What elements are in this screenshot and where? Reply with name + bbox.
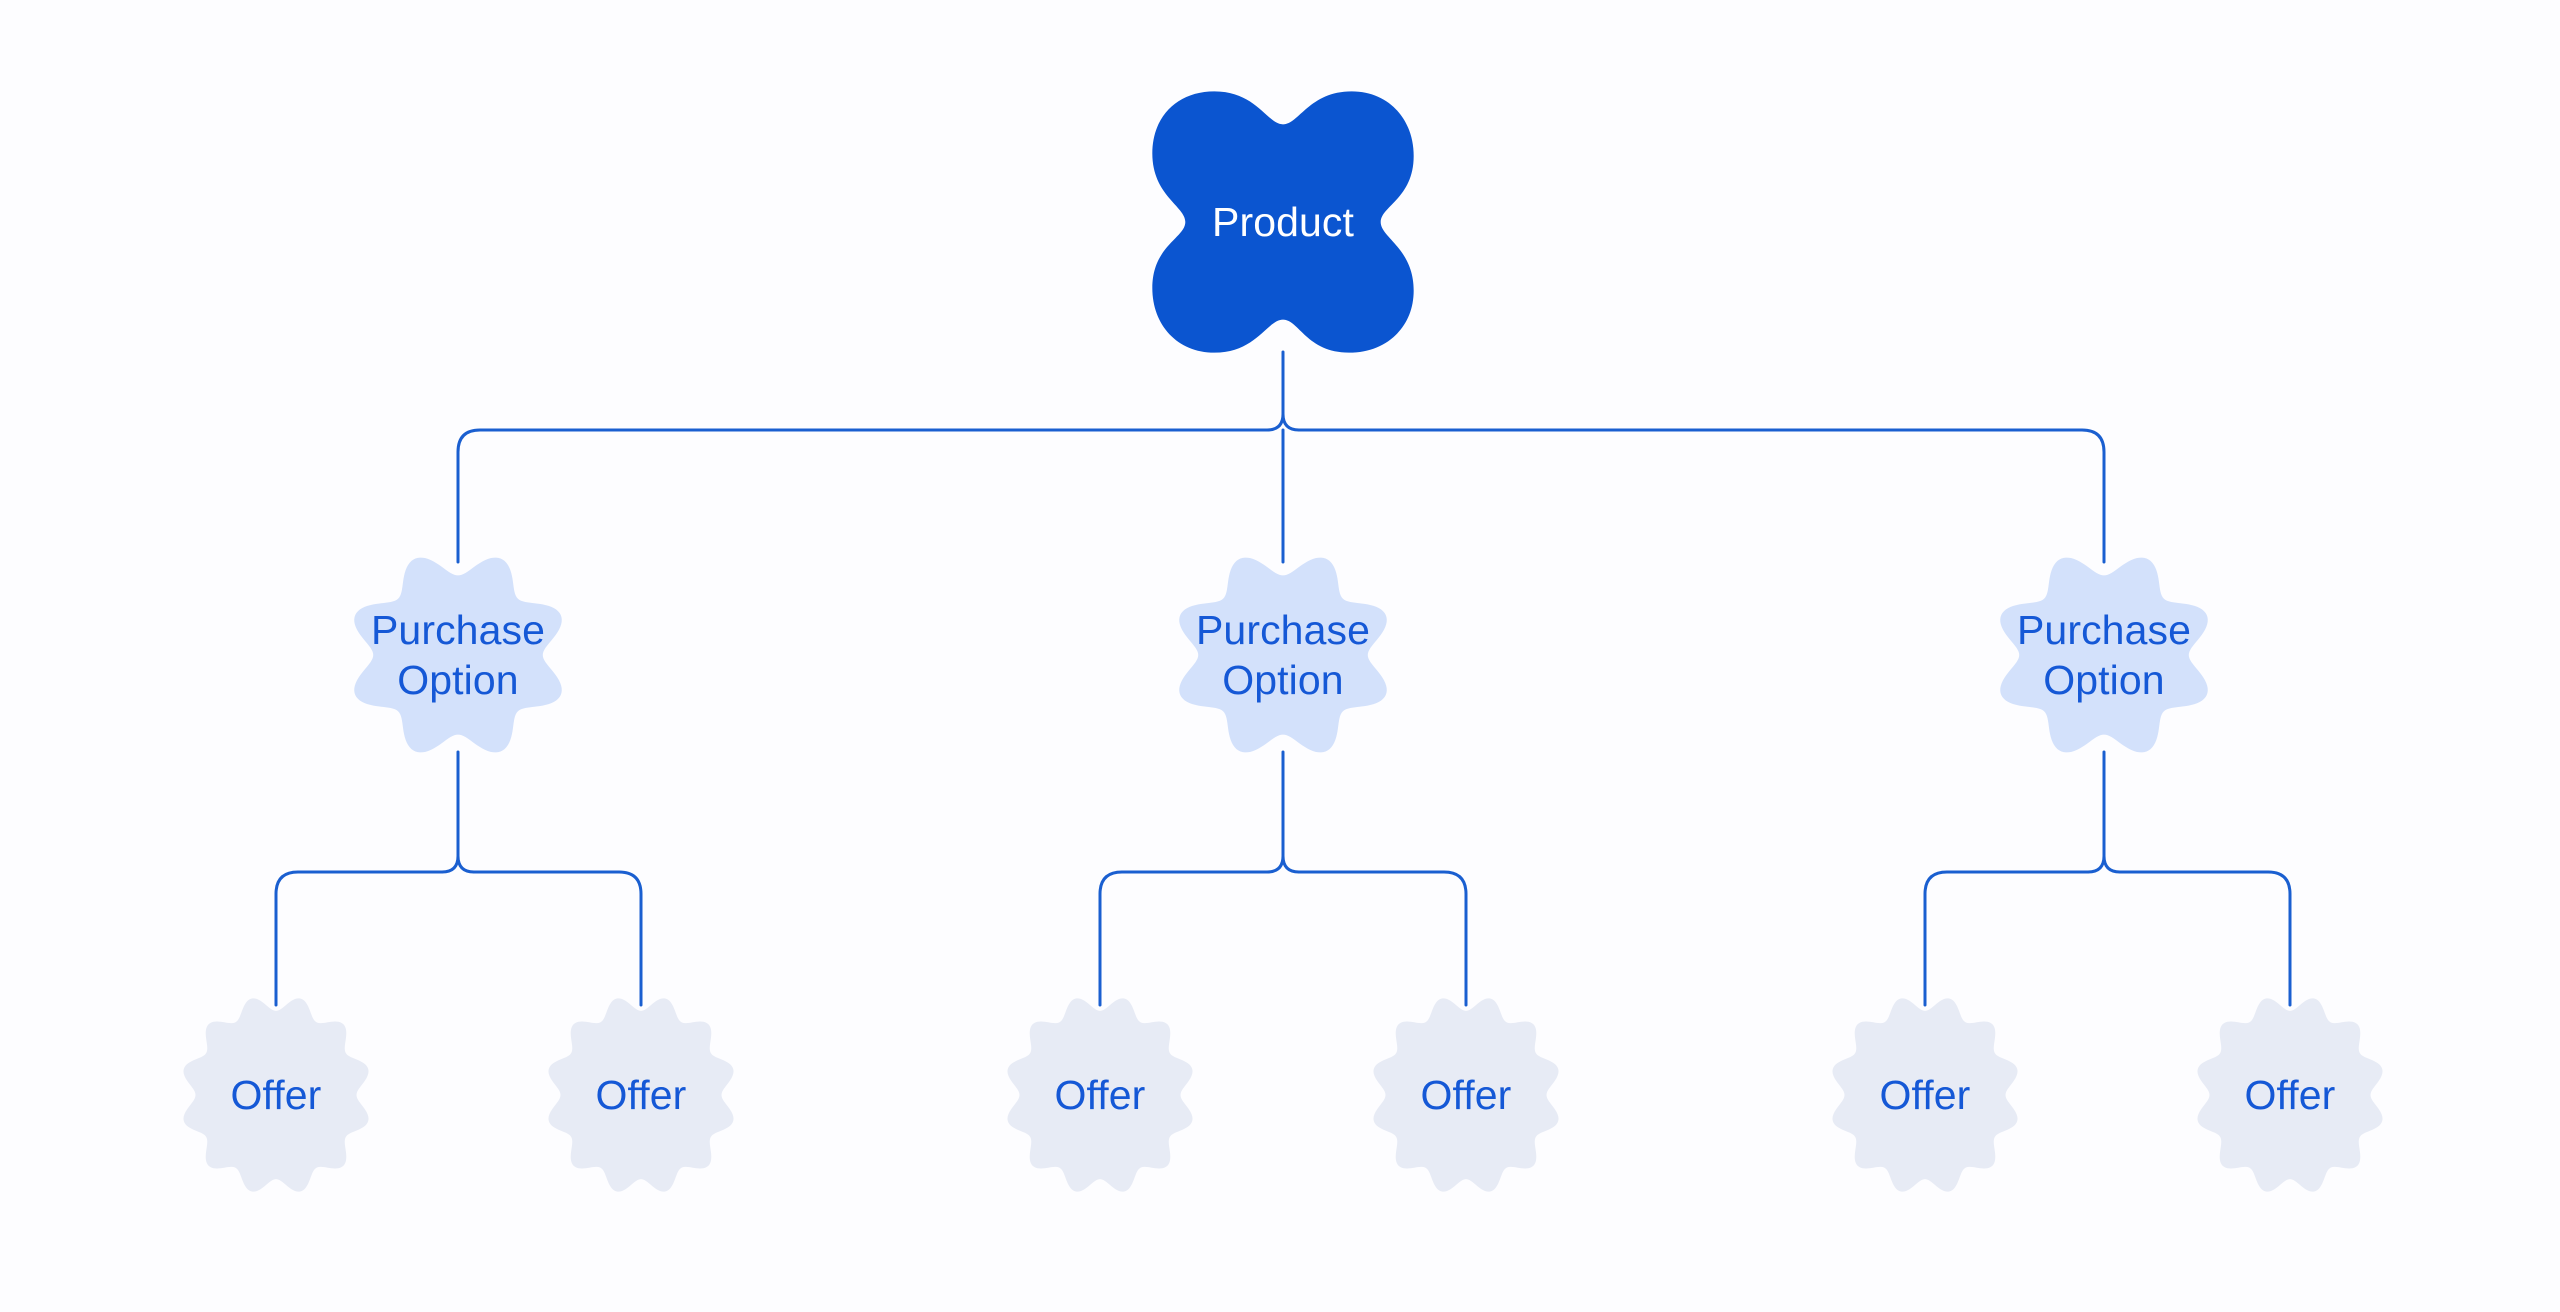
node-purchase-option-3[interactable] (2000, 557, 2208, 753)
connector-layer (274, 350, 2292, 1007)
connector-branch1-bar-right (472, 870, 643, 1007)
node-offer-5[interactable] (1832, 998, 2018, 1192)
node-offer-2[interactable] (548, 998, 734, 1192)
connector-branch3-bar-right (2118, 870, 2292, 1007)
node-purchase-option-1[interactable] (354, 557, 562, 753)
node-product[interactable] (1152, 91, 1414, 353)
connector-level1-bar-right (1297, 428, 2106, 564)
node-layer (183, 91, 2383, 1192)
connector-root-stem-left-fillet (1265, 412, 1285, 432)
connector-root-stem (1281, 350, 1301, 432)
connector-branch2-bar-right (1297, 870, 1468, 1007)
node-offer-6[interactable] (2197, 998, 2383, 1192)
node-offer-4[interactable] (1373, 998, 1559, 1192)
connector-branch1-bar-left (274, 870, 444, 1007)
connector-branch1-stem-left-fillet (440, 854, 460, 874)
connector-branch3-stem (2102, 750, 2122, 874)
connector-branch3-bar-left (1923, 870, 2090, 1007)
connector-branch2-stem-left-fillet (1265, 854, 1285, 874)
node-purchase-option-2[interactable] (1179, 557, 1387, 753)
connector-branch2-bar-left (1098, 870, 1269, 1007)
connector-branch3-stem-left-fillet (2086, 854, 2106, 874)
node-offer-1[interactable] (183, 998, 369, 1192)
connector-level1-bar-left (456, 428, 1269, 564)
connector-branch1-stem (456, 750, 476, 874)
node-offer-3[interactable] (1007, 998, 1193, 1192)
connector-branch2-stem (1281, 750, 1301, 874)
